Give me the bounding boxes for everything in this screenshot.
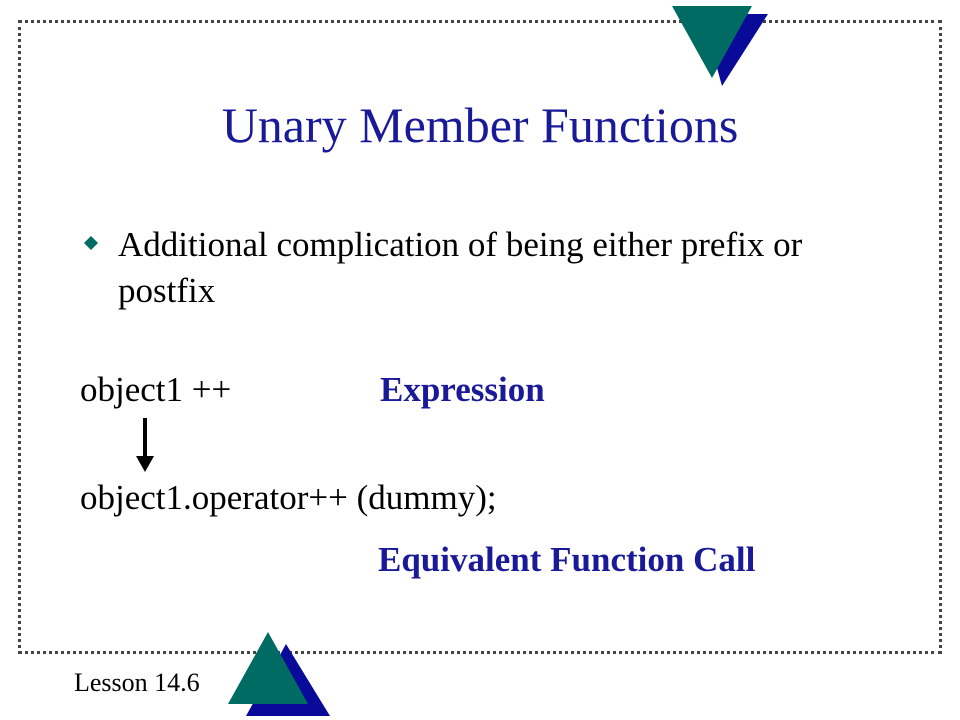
expression-label: Expression: [380, 370, 545, 409]
expression-code: object1 ++: [80, 370, 232, 409]
dotted-frame: [18, 20, 942, 654]
function-call-label: Equivalent Function Call: [378, 540, 756, 579]
function-call-code: object1.operator++ (dummy);: [80, 478, 497, 517]
teal-diamond-bullet-icon: [84, 236, 98, 250]
bullet-text: Additional complication of being either …: [118, 225, 803, 310]
lesson-footer: Lesson 14.6: [74, 668, 200, 697]
bottom-navy-triangle: [246, 644, 330, 716]
slide-title: Unary Member Functions: [221, 97, 739, 153]
